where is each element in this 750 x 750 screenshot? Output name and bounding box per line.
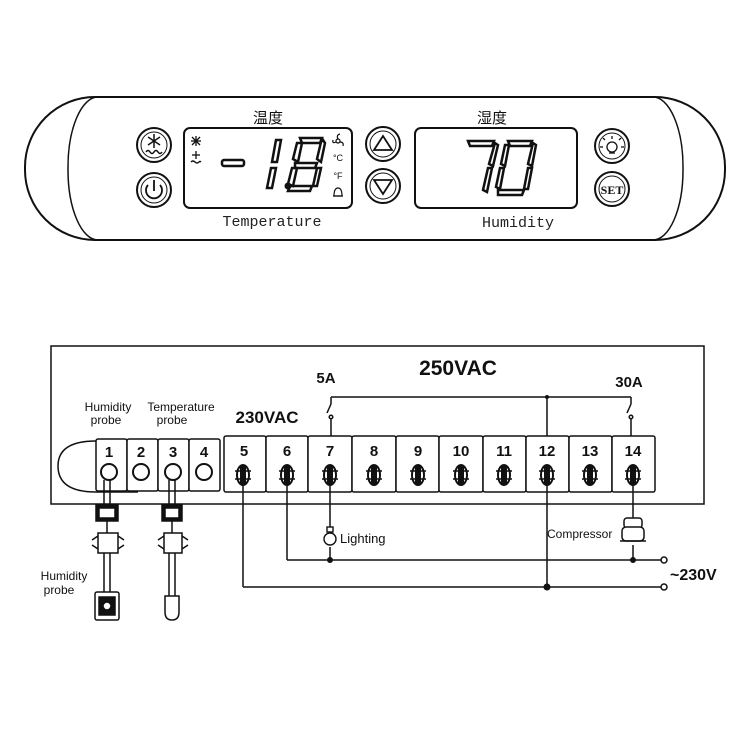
power-button[interactable] <box>136 172 172 208</box>
probe-jumper-loop <box>57 440 138 493</box>
terminal-number: 10 <box>453 443 470 460</box>
terminal-number: 7 <box>326 443 334 460</box>
set-button[interactable]: SET <box>594 171 630 207</box>
power-icon <box>145 180 163 200</box>
temperature-probe-label-line1: Temperature <box>147 400 215 414</box>
terminal-number: 8 <box>370 443 378 460</box>
terminal-number: 2 <box>137 444 145 461</box>
lighting-lamp-icon <box>323 526 337 546</box>
voltage-250vac-label: 250VAC <box>419 357 497 380</box>
probe-terminal-holes <box>100 463 213 481</box>
defrost-indicator-icon <box>190 151 202 164</box>
up-button[interactable] <box>365 126 401 162</box>
humidity-display <box>414 127 578 209</box>
unit-fahrenheit: °F <box>333 171 343 181</box>
terminal-number: 12 <box>539 443 556 460</box>
terminal-number: 11 <box>496 443 512 460</box>
external-wiring <box>242 485 662 588</box>
humidity-title: 湿度 <box>477 110 507 127</box>
voltage-230vac-label: 230VAC <box>236 408 299 427</box>
unit-celsius: °C <box>333 153 344 163</box>
down-button[interactable] <box>365 168 401 204</box>
rating-5a-label: 5A <box>316 370 335 387</box>
down-arrow-icon <box>372 179 394 196</box>
defrost-icon <box>145 134 163 155</box>
terminal-number: 9 <box>414 443 422 460</box>
fan-indicator-icon <box>332 133 344 147</box>
bottom-humidity-probe-label-line1: Humidity <box>41 569 88 583</box>
defrost-button[interactable] <box>136 127 172 163</box>
humidity-probe-sensor <box>91 480 125 621</box>
temperature-probe-sensor <box>157 480 189 621</box>
rating-30a-label: 30A <box>615 374 643 391</box>
temperature-seven-segment <box>220 136 327 193</box>
up-arrow-icon <box>372 134 394 151</box>
terminal-number: 3 <box>169 444 177 461</box>
light-icon <box>600 136 624 154</box>
snowflake-indicator-icon <box>191 136 201 146</box>
alarm-indicator-icon <box>333 187 343 197</box>
compressor-icon <box>620 517 646 542</box>
terminal-number: 1 <box>105 444 113 461</box>
set-button-label: SET <box>601 183 624 197</box>
light-button[interactable] <box>594 128 630 164</box>
temperature-title: 温度 <box>253 110 283 127</box>
terminal-number: 14 <box>625 443 642 460</box>
humidity-caption: Humidity <box>482 215 554 232</box>
humidity-probe-label-line2: probe <box>91 413 122 427</box>
temperature-caption: Temperature <box>222 214 321 231</box>
supply-terminals <box>660 556 668 591</box>
terminal-number: 6 <box>283 443 291 460</box>
terminal-number: 4 <box>200 444 209 461</box>
temperature-probe-label-line2: probe <box>157 413 188 427</box>
controller-panel <box>24 96 726 241</box>
bottom-humidity-probe-label-line2: probe <box>44 583 75 597</box>
compressor-label: Compressor <box>547 527 612 541</box>
humidity-seven-segment <box>466 139 538 197</box>
wire-junction-dots <box>327 395 636 591</box>
terminal-number: 5 <box>240 443 248 460</box>
temperature-display <box>183 127 353 209</box>
supply-voltage-label: ~230V <box>670 567 717 584</box>
lighting-label: Lighting <box>340 531 386 546</box>
terminal-number: 13 <box>582 443 599 460</box>
humidity-probe-label-line1: Humidity <box>85 400 132 414</box>
